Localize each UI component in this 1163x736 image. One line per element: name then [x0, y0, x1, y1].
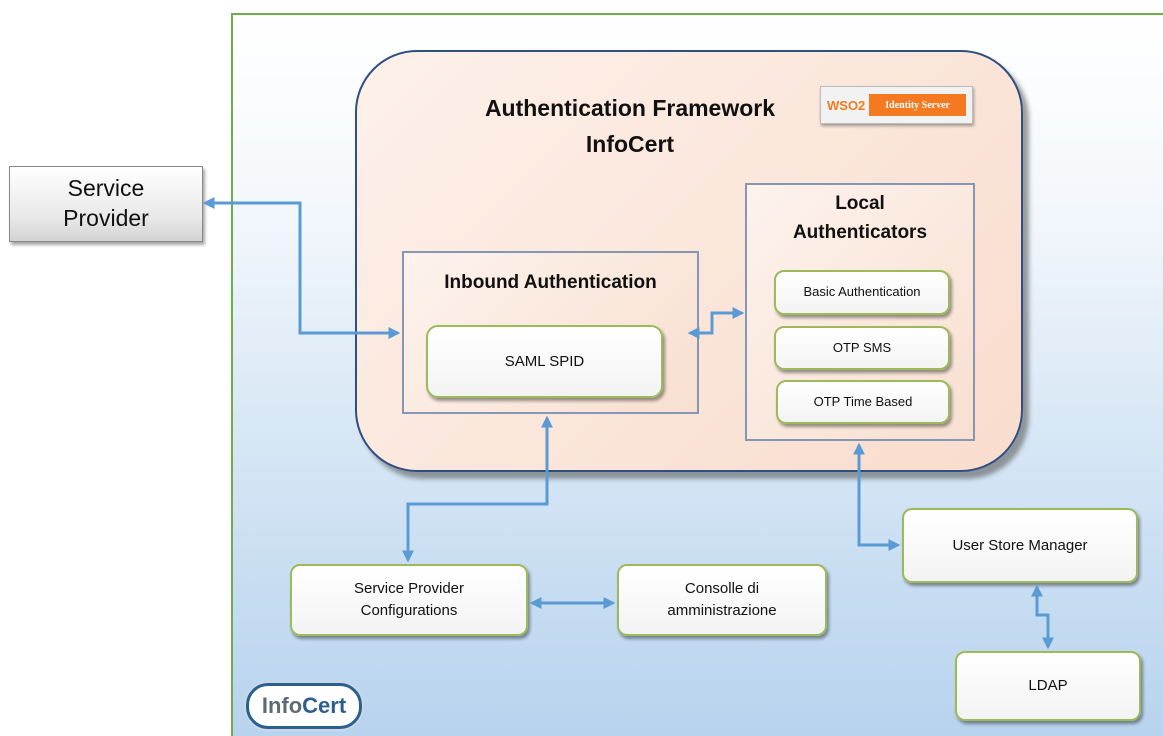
consolle-amministrazione-box: Consolle di amministrazione: [617, 564, 827, 636]
wso2-logo-mark: WSO2: [827, 97, 866, 113]
user-store-manager-label: User Store Manager: [952, 536, 1088, 554]
ldap-box: LDAP: [955, 651, 1141, 721]
sp-config-label-line2: Configurations: [360, 602, 458, 619]
saml-spid-box: SAML SPID: [426, 325, 663, 398]
framework-title-line2: InfoCert: [585, 131, 675, 157]
otp-time-based-label: OTP Time Based: [813, 393, 913, 409]
wso2-identity-server-logo: WSO2 Identity Server: [820, 86, 973, 124]
service-provider-box: Service Provider: [9, 166, 203, 242]
ldap-label: LDAP: [1028, 677, 1068, 695]
basic-authentication-label: Basic Authentication: [803, 284, 921, 300]
otp-sms-label: OTP SMS: [832, 339, 892, 355]
consolle-label-line1: Consolle di: [684, 580, 760, 598]
user-store-manager-box: User Store Manager: [902, 508, 1138, 583]
local-authenticators-label-line1: Local: [835, 193, 885, 214]
infocert-logo-info: Info: [261, 693, 303, 718]
infocert-logo-cert: Cert: [302, 693, 347, 718]
otp-time-based-box: OTP Time Based: [776, 380, 950, 424]
service-provider-label: Service Provider: [63, 175, 149, 231]
connector-saml-to-local: [687, 307, 745, 339]
service-provider-configurations-box: Service Provider Configurations: [290, 564, 528, 636]
otp-sms-box: OTP SMS: [774, 326, 950, 370]
saml-spid-label: SAML SPID: [504, 352, 585, 370]
connector-inbound-to-sp-config: [402, 415, 553, 563]
connector-service-provider-to-inbound: [202, 197, 401, 339]
basic-authentication-box: Basic Authentication: [774, 270, 950, 315]
inbound-authentication-label: Inbound Authentication: [444, 272, 657, 293]
local-authenticators-label-line2: Authenticators: [792, 222, 928, 243]
connector-local-to-user-store: [853, 442, 901, 551]
wso2-logo-badge: Identity Server: [869, 94, 966, 116]
consolle-label-line2: amministrazione: [667, 602, 777, 619]
sp-config-label-line1: Service Provider: [353, 580, 465, 598]
connector-user-store-to-ldap: [1031, 584, 1054, 650]
framework-title-line1: Authentication Framework: [484, 95, 776, 121]
